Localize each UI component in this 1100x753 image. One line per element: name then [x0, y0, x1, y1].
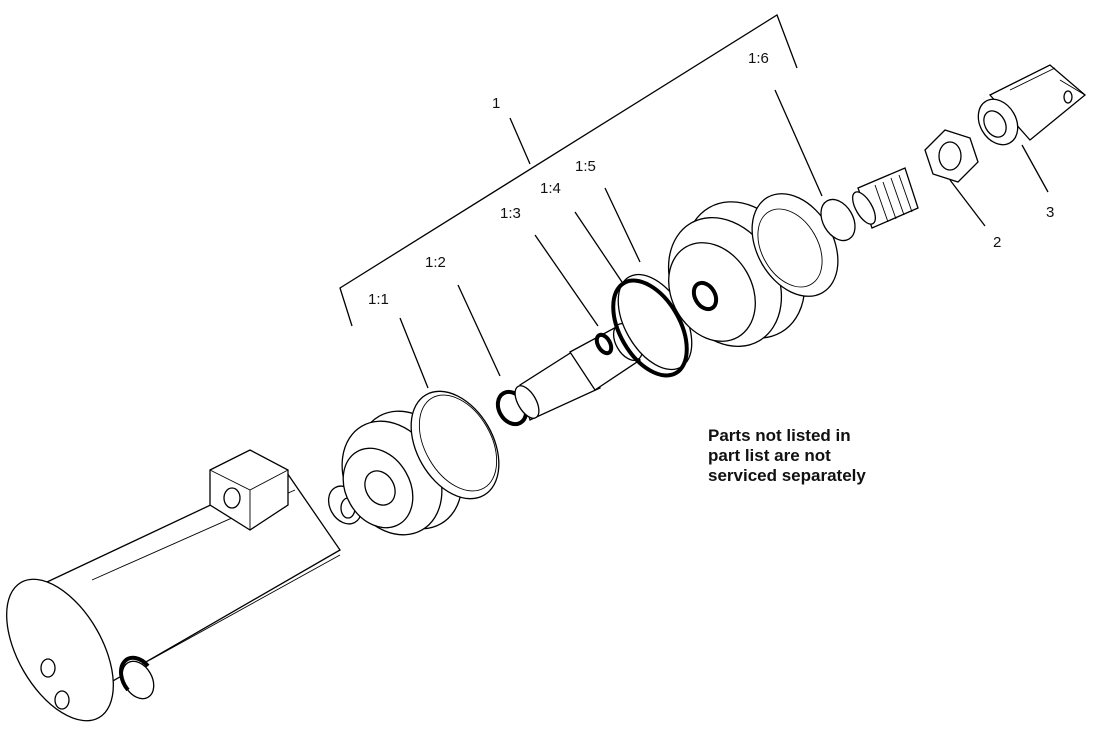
label-part-3: 3: [1046, 204, 1054, 221]
label-assembly-1: 1: [492, 95, 500, 112]
clevis: [977, 64, 1087, 146]
service-note: Parts not listed in part list are not se…: [708, 426, 866, 485]
label-1-5: 1:5: [575, 158, 596, 175]
label-1-3: 1:3: [500, 205, 521, 222]
hex-nut: [924, 129, 979, 183]
label-1-6: 1:6: [748, 50, 769, 67]
label-1-4: 1:4: [540, 180, 561, 197]
assembly-bracket: [339, 14, 798, 327]
note-line-3: serviced separately: [708, 466, 866, 485]
label-1-1: 1:1: [368, 291, 389, 308]
note-line-2: part list are not: [708, 446, 831, 465]
leader-lines: [399, 89, 1049, 389]
label-part-2: 2: [993, 234, 1001, 251]
ring-1-1: [410, 390, 500, 500]
label-1-2: 1:2: [425, 254, 446, 271]
cylinder-body: [6, 449, 363, 722]
note-line-1: Parts not listed in: [708, 426, 851, 445]
o-ring-1-4: [611, 278, 689, 378]
threaded-stud: [851, 167, 919, 229]
seal-1-6: [820, 198, 856, 242]
